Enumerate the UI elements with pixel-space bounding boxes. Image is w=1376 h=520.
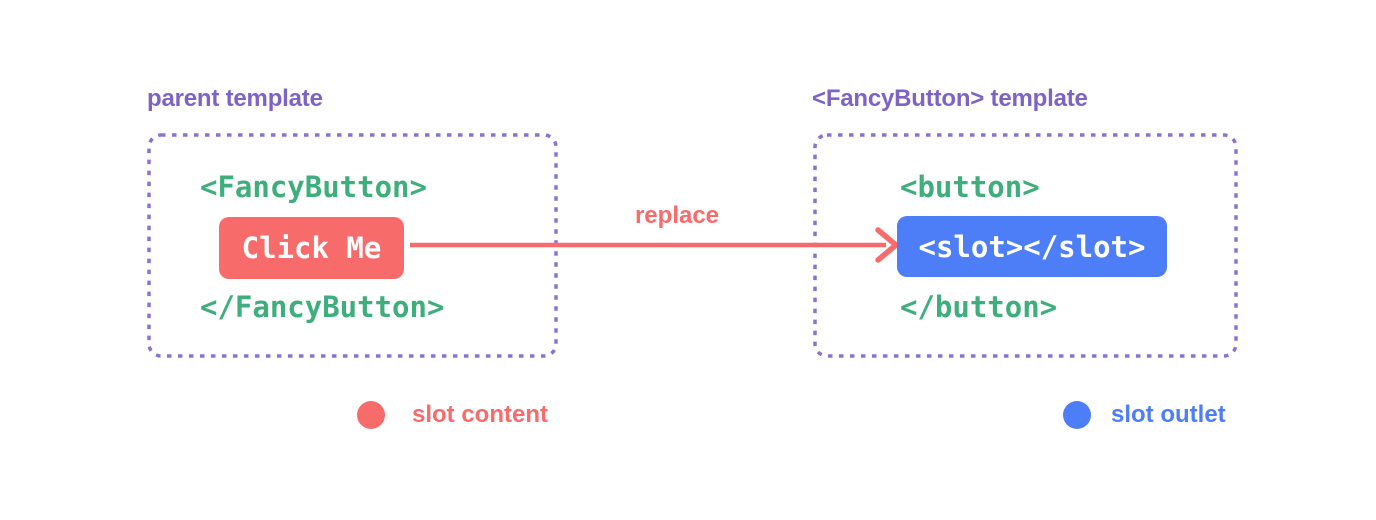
slot-outlet-dot <box>1063 401 1091 429</box>
slot-content-label: slot content <box>412 401 548 428</box>
legend-slot-outlet: slot outlet <box>1063 401 1226 429</box>
slot-outlet-box: <slot></slot> <box>897 216 1167 277</box>
legend-slot-content: slot content <box>357 401 548 429</box>
click-me-button: Click Me <box>219 217 404 279</box>
slot-content-dot <box>357 401 385 429</box>
fancybutton-open-tag: <FancyButton> <box>200 170 427 204</box>
fancybutton-close-tag: </FancyButton> <box>200 290 445 324</box>
button-open-tag: <button> <box>900 170 1040 204</box>
replace-label: replace <box>634 202 720 229</box>
parent-template-title: parent template <box>147 85 323 112</box>
fancybutton-template-title: <FancyButton> template <box>812 85 1088 112</box>
button-close-tag: </button> <box>900 290 1058 324</box>
replace-arrow <box>410 227 899 263</box>
slot-outlet-label: slot outlet <box>1111 401 1226 428</box>
parent-template-box <box>147 133 558 358</box>
